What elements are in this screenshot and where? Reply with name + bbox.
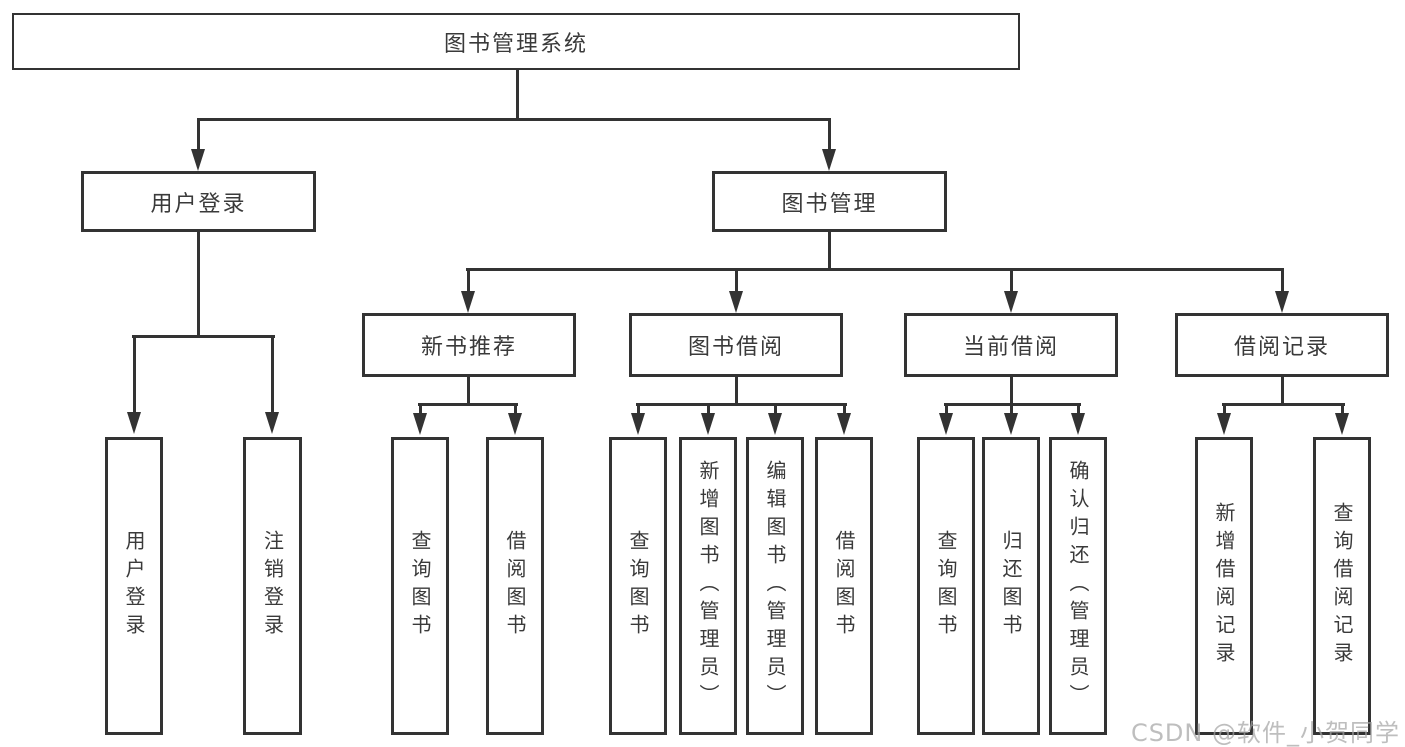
leaf-label: 新增借阅记录 xyxy=(1212,502,1236,670)
leaf-borrow-books-recommend: 借阅图书 xyxy=(486,437,544,735)
node-library-management-system: 图书管理系统 xyxy=(12,13,1020,70)
leaf-query-books-borrow: 查询图书 xyxy=(609,437,667,735)
connector-leaf-stem xyxy=(1077,403,1080,415)
connector-leaf-stem xyxy=(637,403,640,415)
connector-login-stem xyxy=(197,118,200,151)
arrow-down-icon xyxy=(1004,291,1018,313)
connector-group-stem xyxy=(735,377,738,406)
connector-module-stem xyxy=(735,268,738,293)
connector-group-split xyxy=(418,403,518,406)
leaf-label: 查询图书 xyxy=(934,530,958,642)
connector-leaf-stem xyxy=(514,403,517,415)
node-current-borrow: 当前借阅 xyxy=(904,313,1118,377)
leaf-label: 查询图书 xyxy=(626,530,650,642)
connector-leaf-stem xyxy=(419,403,422,415)
leaf-label: 新增图书（管理员） xyxy=(696,460,720,712)
arrow-down-icon xyxy=(413,413,427,435)
leaf-add-borrow-record: 新增借阅记录 xyxy=(1195,437,1253,735)
leaf-query-books-current: 查询图书 xyxy=(917,437,975,735)
leaf-label: 查询图书 xyxy=(408,530,432,642)
arrow-down-icon xyxy=(127,412,141,434)
arrow-down-icon xyxy=(1335,413,1349,435)
node-user-login: 用户登录 xyxy=(81,171,316,232)
connector-leaf-stem xyxy=(271,335,274,414)
arrow-down-icon xyxy=(191,149,205,171)
connector-group-stem xyxy=(467,377,470,406)
leaf-label: 借阅图书 xyxy=(503,530,527,642)
connector-group-split xyxy=(1222,403,1345,406)
connector-leaf-stem xyxy=(774,403,777,415)
leaf-label: 编辑图书（管理员） xyxy=(763,460,787,712)
node-book-management: 图书管理 xyxy=(712,171,947,232)
connector-leaf-stem xyxy=(1010,403,1013,415)
arrow-down-icon xyxy=(508,413,522,435)
connector-module-stem xyxy=(1010,268,1013,293)
connector-leaf-stem xyxy=(1223,403,1226,415)
arrow-down-icon xyxy=(1071,413,1085,435)
arrow-down-icon xyxy=(1004,413,1018,435)
leaf-label: 用户登录 xyxy=(122,530,146,642)
connector-group-stem xyxy=(1010,377,1013,406)
leaf-label: 归还图书 xyxy=(999,530,1023,642)
node-borrow-records: 借阅记录 xyxy=(1175,313,1389,377)
arrow-down-icon xyxy=(461,291,475,313)
arrow-down-icon xyxy=(768,413,782,435)
connector-module-stem xyxy=(467,268,470,293)
arrow-down-icon xyxy=(822,149,836,171)
connector-leaf-stem xyxy=(843,403,846,415)
connector-module-stem xyxy=(1281,268,1284,293)
leaf-borrow-books: 借阅图书 xyxy=(815,437,873,735)
node-book-borrow: 图书借阅 xyxy=(629,313,843,377)
connector-leaf-stem xyxy=(1341,403,1344,415)
leaf-logout: 注销登录 xyxy=(243,437,302,735)
connector-group-stem xyxy=(1281,377,1284,406)
leaf-add-book-admin: 新增图书（管理员） xyxy=(679,437,737,735)
leaf-confirm-return-admin: 确认归还（管理员） xyxy=(1049,437,1107,735)
leaf-edit-book-admin: 编辑图书（管理员） xyxy=(746,437,804,735)
leaf-query-books-recommend: 查询图书 xyxy=(391,437,449,735)
connector-leaf-stem xyxy=(133,335,136,414)
node-new-book-recommend: 新书推荐 xyxy=(362,313,576,377)
connector-leaf-stem xyxy=(945,403,948,415)
connector-login-down xyxy=(197,232,200,338)
leaf-label: 查询借阅记录 xyxy=(1330,502,1354,670)
leaf-user-login: 用户登录 xyxy=(105,437,163,735)
arrow-down-icon xyxy=(1217,413,1231,435)
arrow-down-icon xyxy=(265,412,279,434)
connector-mgmt-down xyxy=(828,232,831,271)
arrow-down-icon xyxy=(837,413,851,435)
connector-group-split xyxy=(636,403,847,406)
connector-root-stem xyxy=(516,70,519,121)
connector-mgmt-stem xyxy=(828,118,831,151)
arrow-down-icon xyxy=(939,413,953,435)
leaf-query-borrow-record: 查询借阅记录 xyxy=(1313,437,1371,735)
connector-leaf-stem xyxy=(707,403,710,415)
csdn-watermark: CSDN @软件_小贺同学 xyxy=(1130,719,1400,747)
arrow-down-icon xyxy=(729,291,743,313)
arrow-down-icon xyxy=(1275,291,1289,313)
leaf-return-books: 归还图书 xyxy=(982,437,1040,735)
connector-mgmt-split xyxy=(466,268,1284,271)
leaf-label: 注销登录 xyxy=(260,530,285,642)
leaf-label: 确认归还（管理员） xyxy=(1066,460,1090,712)
leaf-label: 借阅图书 xyxy=(832,530,856,642)
connector-login-split xyxy=(132,335,275,338)
connector-root-split xyxy=(197,118,831,121)
arrow-down-icon xyxy=(701,413,715,435)
arrow-down-icon xyxy=(631,413,645,435)
